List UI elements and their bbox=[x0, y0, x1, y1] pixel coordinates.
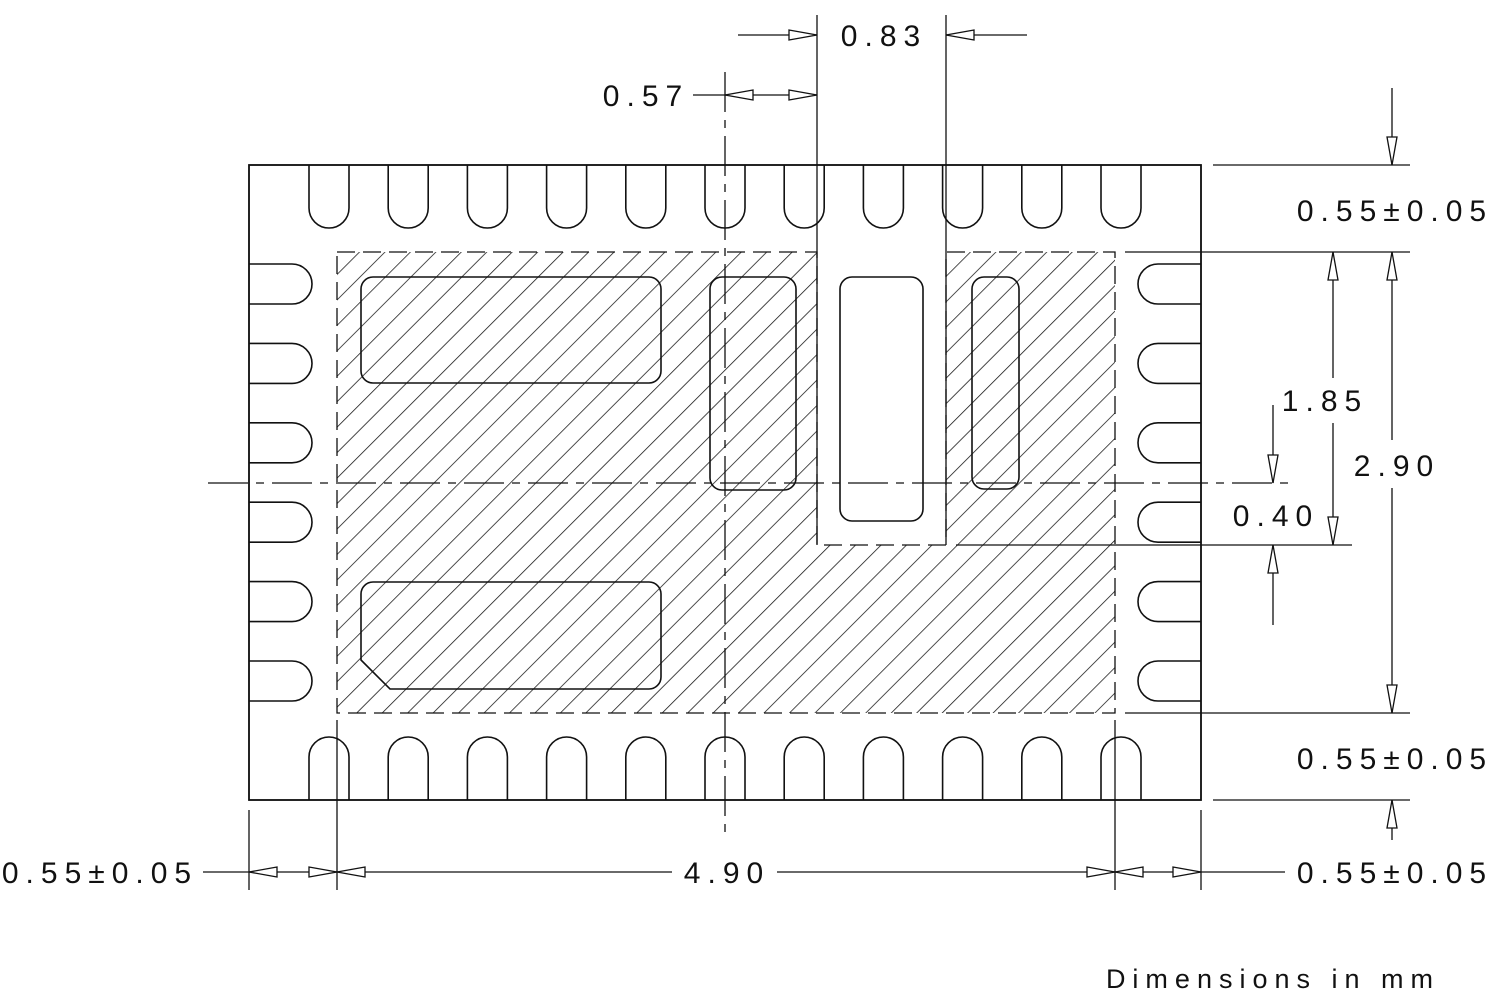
left-pad bbox=[249, 422, 313, 464]
bottom-pad bbox=[941, 736, 984, 800]
top-pad bbox=[308, 165, 350, 229]
left-pad bbox=[249, 501, 313, 543]
arrowhead bbox=[1114, 866, 1144, 878]
top-pad bbox=[625, 165, 667, 229]
bottom-pad bbox=[308, 736, 350, 800]
dim-left-margin: 0.55±0.05 bbox=[2, 857, 198, 890]
top-pad bbox=[387, 165, 429, 229]
arrowhead bbox=[308, 866, 338, 878]
arrowhead bbox=[1172, 866, 1202, 878]
arrowhead bbox=[1386, 684, 1398, 714]
bottom-pad bbox=[1100, 736, 1142, 800]
right-pad bbox=[1137, 263, 1201, 305]
left-pad bbox=[249, 342, 313, 385]
right-pad bbox=[1137, 342, 1201, 385]
right-pad bbox=[1137, 660, 1201, 702]
arrowhead bbox=[1386, 251, 1398, 281]
arrowhead bbox=[1327, 516, 1339, 546]
dim-slot-width: 0.83 bbox=[841, 20, 927, 53]
left-pad bbox=[249, 580, 313, 623]
arrowhead bbox=[724, 89, 754, 101]
top-pad bbox=[783, 165, 825, 229]
right-pad bbox=[1137, 422, 1201, 464]
dim-pad-width: 4.90 bbox=[684, 857, 770, 890]
inner-pad-4 bbox=[971, 276, 1020, 490]
bottom-pad bbox=[1021, 736, 1063, 800]
dim-slot-offset: 0.57 bbox=[603, 80, 689, 113]
right-pad bbox=[1137, 580, 1201, 623]
top-pad bbox=[1021, 165, 1063, 229]
inner-pad-2 bbox=[709, 276, 797, 491]
arrowhead bbox=[1267, 544, 1279, 574]
dim-top-margin: 0.55±0.05 bbox=[1297, 195, 1493, 228]
bottom-pad bbox=[862, 736, 905, 800]
top-pad bbox=[1100, 165, 1142, 229]
bottom-pad bbox=[466, 736, 509, 800]
right-pad bbox=[1137, 501, 1201, 543]
top-pad bbox=[941, 165, 984, 229]
arrowhead bbox=[788, 29, 818, 41]
arrowhead bbox=[248, 866, 278, 878]
inner-pad-3 bbox=[839, 276, 924, 522]
top-pad bbox=[466, 165, 509, 229]
inner-pad-5 bbox=[360, 581, 662, 690]
dim-slot-depth: 1.85 bbox=[1282, 385, 1368, 418]
dim-pad-height: 2.90 bbox=[1354, 450, 1440, 483]
bottom-pad bbox=[783, 736, 825, 800]
arrowhead bbox=[788, 89, 818, 101]
arrowhead bbox=[945, 29, 975, 41]
top-pad bbox=[862, 165, 905, 229]
arrowhead bbox=[1086, 866, 1116, 878]
dimension-lines bbox=[203, 15, 1410, 890]
left-pad bbox=[249, 263, 313, 305]
arrowhead bbox=[1386, 799, 1398, 829]
arrowhead bbox=[336, 866, 366, 878]
exposed-pad bbox=[336, 251, 1116, 714]
left-pad bbox=[249, 660, 313, 702]
dim-bottom-margin: 0.55±0.05 bbox=[1297, 743, 1493, 776]
arrowhead bbox=[1327, 251, 1339, 281]
arrowhead bbox=[1267, 454, 1279, 484]
bottom-pad bbox=[545, 736, 588, 800]
dim-slot-center-offset: 0.40 bbox=[1233, 500, 1319, 533]
units-note: Dimensions in mm bbox=[1106, 964, 1440, 994]
thermal-vias bbox=[360, 276, 1020, 690]
dim-right-margin: 0.55±0.05 bbox=[1297, 857, 1493, 890]
inner-pad-1 bbox=[360, 276, 662, 384]
arrowhead bbox=[1386, 136, 1398, 166]
bottom-pad bbox=[387, 736, 429, 800]
top-pad bbox=[545, 165, 588, 229]
bottom-pad bbox=[625, 736, 667, 800]
